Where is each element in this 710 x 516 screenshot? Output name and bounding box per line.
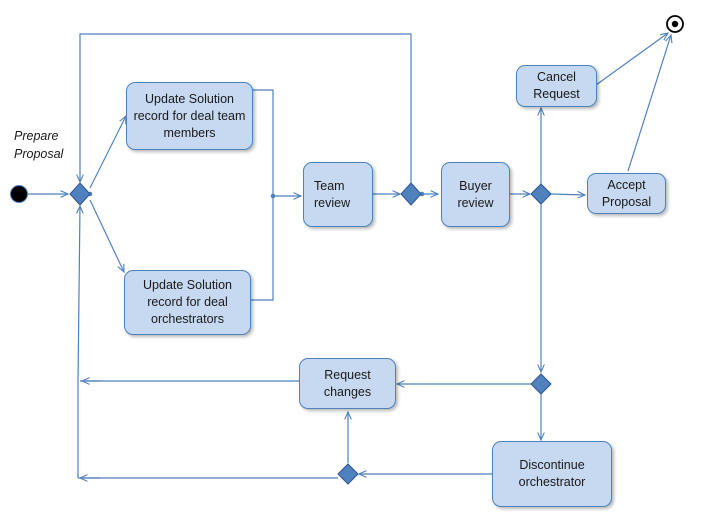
team-review-label: Team review [314,178,351,210]
accept-proposal-label: Accept Proposal [601,177,652,209]
discontinue-label: Discontinue orchestrator [518,458,586,489]
request-changes-node: Request changes [299,358,396,409]
edge-fork-to-update-orch [89,199,124,272]
junction-dot-join [270,193,276,199]
edge-update-orch-to-join [250,196,274,301]
edge-fork-to-update-team [89,116,126,189]
team-review-node: Team review [303,162,373,227]
team-decision-diamond [400,182,422,206]
update-orch-label: Update Solution record for deal orchestr… [143,278,232,326]
update-orch-node: Update Solution record for deal orchestr… [124,270,251,335]
edge-return-to-fork [78,206,80,478]
end-node-inner [671,20,679,28]
junction-dot-decision [419,191,425,197]
cancel-request-label: Cancel Request [533,70,580,101]
buyer-review-label: Buyer review [457,178,494,210]
edge-buyer-decision-to-accept [550,194,585,195]
request-changes-label: Request changes [323,367,372,399]
discontinue-node: Discontinue orchestrator [492,441,612,507]
bottom-decision-diamond [337,463,359,485]
fork-diamond [69,182,91,206]
buyer-decision-diamond [530,183,552,205]
changes-decision-diamond [530,373,552,395]
prepare-proposal-caption: Prepare Proposal [14,129,64,161]
update-team-label: Update Solution record for deal team mem… [133,91,246,140]
accept-proposal-node: Accept Proposal [587,173,666,214]
edge-accept-to-end [627,35,671,172]
cancel-request-node: Cancel Request [516,65,597,107]
edge-cancel-to-end [595,33,668,86]
start-node [10,185,28,203]
edge-update-team-to-join [252,89,274,196]
edge-team-loop-back [80,33,412,183]
buyer-review-node: Buyer review [441,162,510,227]
update-team-node: Update Solution record for deal team mem… [126,82,253,150]
